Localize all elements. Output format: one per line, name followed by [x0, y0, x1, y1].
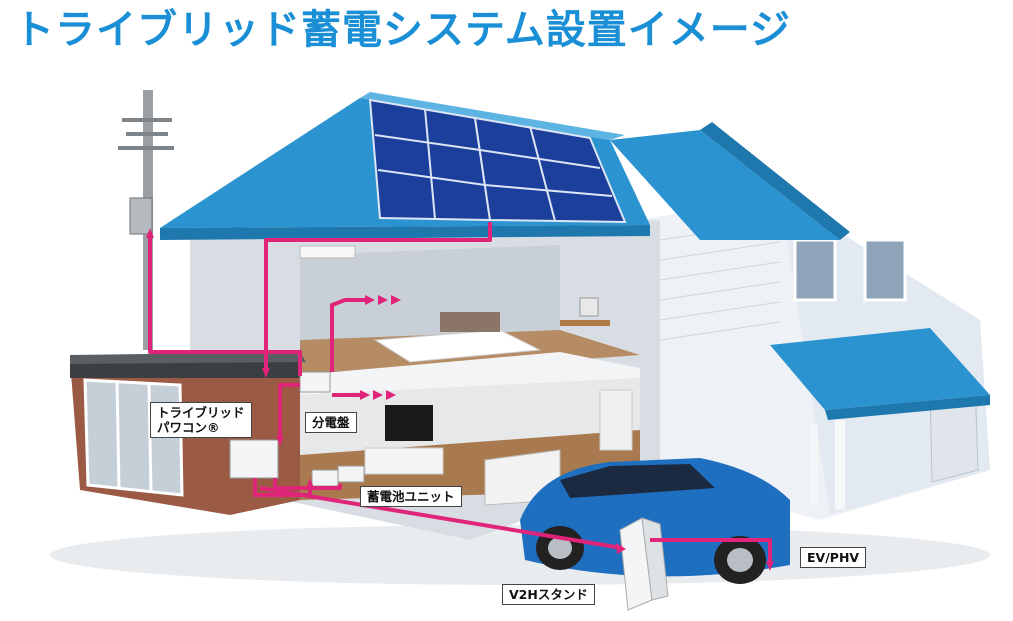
- page-title: トライブリッド蓄電システム設置イメージ: [14, 7, 791, 53]
- air-conditioner: [299, 245, 356, 259]
- utility-pole: [118, 90, 174, 350]
- power-conditioner-label-line2: パワコン®: [157, 420, 220, 435]
- power-flow-arrows: [148, 222, 772, 565]
- v2h-stand-unit: [619, 517, 669, 611]
- right-wing: [640, 195, 990, 520]
- v2h-label: V2Hスタンド: [502, 584, 595, 605]
- ev-label: EV/PHV: [800, 547, 867, 568]
- right-roof: [610, 122, 850, 240]
- ev-car: [520, 458, 790, 584]
- solar-panels: [368, 98, 627, 224]
- main-house: [190, 220, 660, 540]
- distribution-board-label: 分電盤: [305, 412, 357, 433]
- battery-unit-boxes: [311, 465, 365, 487]
- battery-unit-label: 蓄電池ユニット: [360, 486, 462, 507]
- power-conditioner-label-line1: トライブリッド: [157, 405, 245, 420]
- arrowheads: [146, 228, 774, 571]
- distribution-board-box: [299, 371, 331, 393]
- power-conditioner-label: トライブリッド パワコン®: [150, 402, 252, 438]
